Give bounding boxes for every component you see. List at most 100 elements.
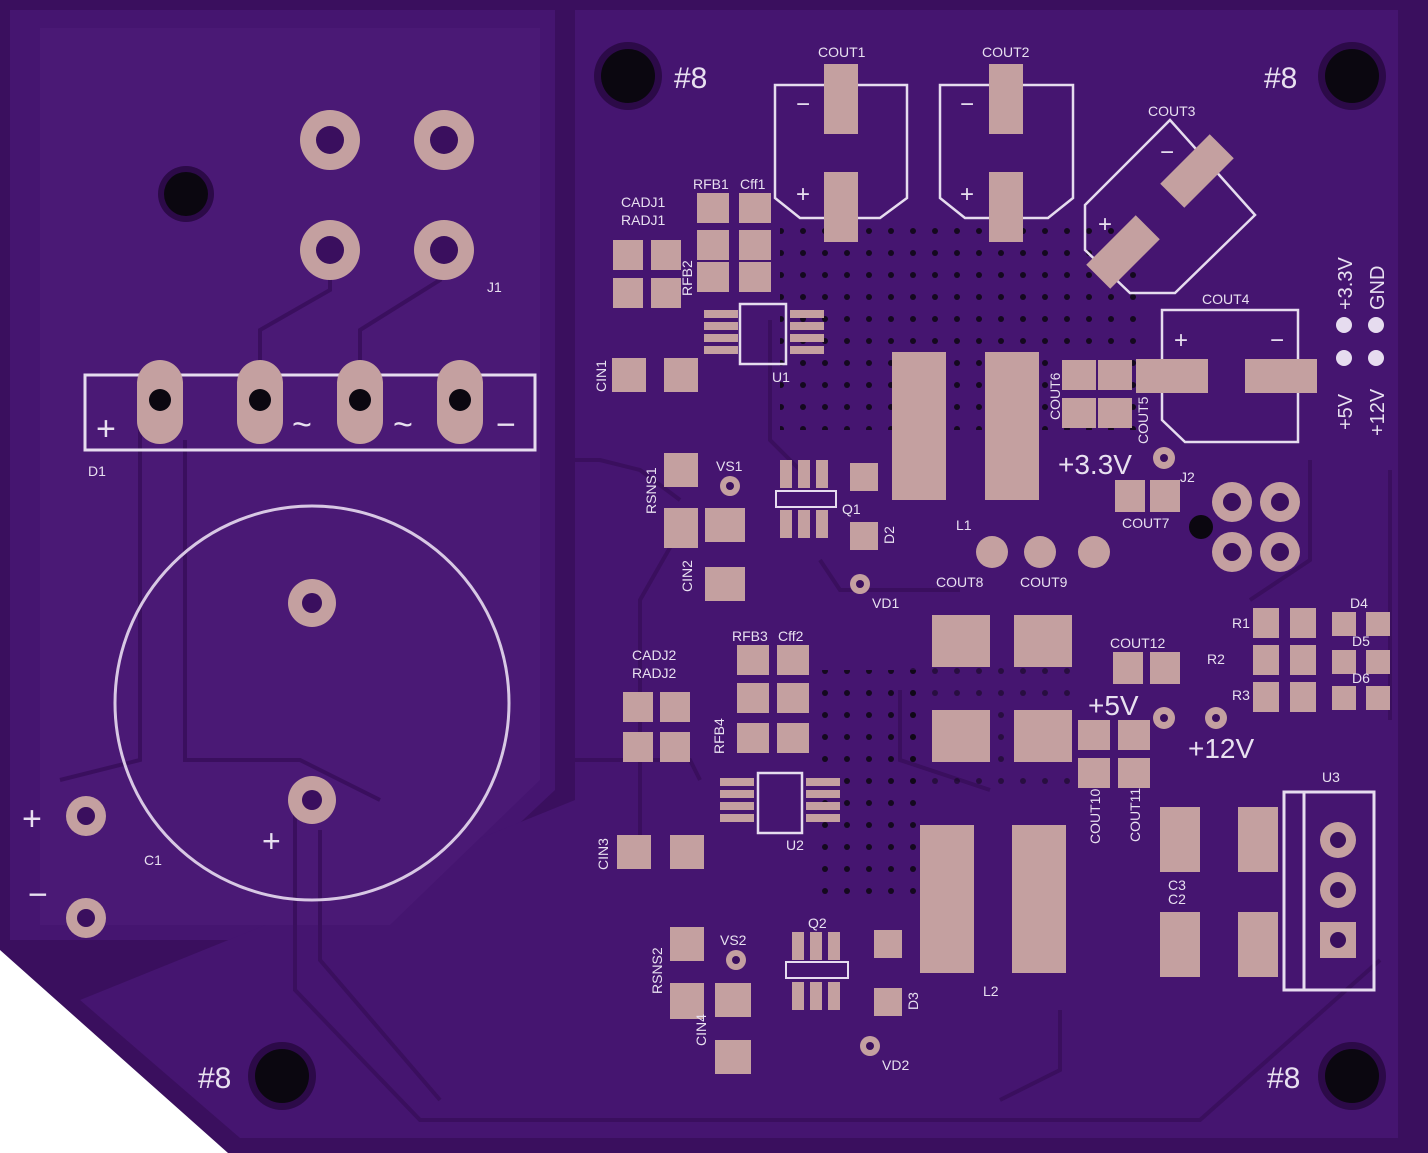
ref-d4: D4 [1350, 595, 1368, 611]
ref-l2: L2 [983, 983, 999, 999]
ref-rfb2: RFB2 [679, 260, 695, 296]
cout2-minus-mark: − [960, 91, 974, 118]
c1-pad-minus-mark: − [28, 876, 48, 914]
inductor-pads [892, 352, 1066, 973]
ref-j1: J1 [487, 279, 502, 295]
mount-label-br: #8 [1267, 1062, 1300, 1095]
u3-regulator [1282, 790, 1376, 992]
d1-mark-ac1: ~ [292, 406, 312, 444]
ref-cout2: COUT2 [982, 44, 1030, 60]
ref-cout7: COUT7 [1122, 515, 1170, 531]
ref-q1: Q1 [842, 501, 861, 517]
ref-cadj2: CADJ2 [632, 647, 677, 663]
ref-cout1: COUT1 [818, 44, 866, 60]
ref-d2: D2 [881, 526, 897, 544]
ref-cff1: Cff1 [740, 176, 766, 192]
ref-c1: C1 [144, 852, 162, 868]
ref-cin2: CIN2 [679, 560, 695, 592]
mount-label-tl: #8 [674, 62, 707, 95]
ref-cout4: COUT4 [1202, 291, 1250, 307]
d1-outline [83, 373, 537, 452]
hole-j2 [1189, 515, 1213, 539]
ref-vs2: VS2 [720, 932, 747, 948]
j2-header [1212, 482, 1300, 572]
ref-rsns1: RSNS1 [643, 467, 659, 514]
rail-labels: +3.3V +5V +12V [1058, 449, 1254, 764]
d1-mark-ac2: ~ [393, 406, 413, 444]
traces [59, 255, 1392, 1122]
cout2-plus-mark: + [960, 181, 974, 208]
ref-cin3: CIN3 [595, 838, 611, 870]
cout3-plus-mark: + [1098, 211, 1112, 238]
ref-u1: U1 [772, 369, 790, 385]
mount-label-bl: #8 [198, 1062, 231, 1095]
ref-radj1: RADJ1 [621, 212, 666, 228]
cout8-9-pads [976, 536, 1110, 568]
ref-q2: Q2 [808, 915, 827, 931]
ref-cout12: COUT12 [1110, 635, 1165, 651]
rail-label-3v3: +3.3V [1058, 449, 1132, 480]
cout-pads [824, 64, 1317, 393]
u2-ic [720, 771, 840, 835]
q1-mosfet [775, 460, 837, 538]
cout3-minus-mark: − [1160, 139, 1174, 166]
mount-labels: #8 #8 #8 #8 [198, 62, 1300, 1095]
header-pin-dots [1336, 317, 1384, 366]
ref-r3: R3 [1232, 687, 1250, 703]
ref-d3: D3 [905, 992, 921, 1010]
cout1-minus-mark: − [796, 91, 810, 118]
ref-cin1: CIN1 [593, 360, 609, 392]
ref-cout5: COUT5 [1135, 396, 1151, 444]
smd-pads-top [612, 193, 1180, 601]
ref-j2: J2 [1180, 469, 1195, 485]
ref-u3: U3 [1322, 769, 1340, 785]
ref-u2: U2 [786, 837, 804, 853]
ref-cout9: COUT9 [1020, 574, 1068, 590]
c1-outline [113, 504, 511, 902]
ref-designators: J1 D1 C1 COUT1 COUT2 COUT3 COUT4 COUT5 C… [88, 44, 1370, 1073]
cout-outlines [773, 83, 1300, 444]
ref-c3: C3 [1168, 877, 1186, 893]
q2-mosfet [785, 932, 849, 1010]
ref-cout6: COUT6 [1047, 372, 1063, 420]
cout1-plus-mark: + [796, 181, 810, 208]
mount-label-tr: #8 [1264, 62, 1297, 95]
ref-cout8: COUT8 [936, 574, 984, 590]
ref-d5: D5 [1352, 633, 1370, 649]
ref-l1: L1 [956, 517, 972, 533]
ref-vd2: VD2 [882, 1057, 909, 1073]
ref-rsns2: RSNS2 [649, 947, 665, 994]
c1-pad-plus-mark: + [22, 800, 42, 838]
via-field-top [780, 220, 1140, 430]
pin-label-12v: +12V [1367, 388, 1389, 436]
ref-rfb3: RFB3 [732, 628, 768, 644]
c1-pads [66, 579, 336, 938]
c1-plus-mark: + [262, 823, 281, 859]
ref-c2: C2 [1168, 891, 1186, 907]
mounting-holes [158, 42, 1386, 1110]
u1-ic [704, 302, 824, 366]
ref-cin4: CIN4 [693, 1014, 709, 1046]
cout4-plus-mark: + [1174, 327, 1188, 354]
cout4-minus-mark: − [1270, 327, 1284, 354]
ref-d1: D1 [88, 463, 106, 479]
ref-rfb1: RFB1 [693, 176, 729, 192]
ref-cadj1: CADJ1 [621, 194, 666, 210]
rail-label-5v: +5V [1088, 690, 1139, 721]
ref-radj2: RADJ2 [632, 665, 677, 681]
ref-r1: R1 [1232, 615, 1250, 631]
cap-polarity-marks: + + − − + − + − + + − [22, 91, 1284, 914]
d1-mark-minus: − [496, 406, 516, 444]
ref-rfb4: RFB4 [711, 718, 727, 754]
pin-label-5v: +5V [1335, 393, 1357, 430]
d1-mark-plus: + [96, 410, 116, 448]
rectifier-marks: + ~ ~ − [96, 406, 516, 448]
pin-label-gnd: GND [1367, 266, 1389, 310]
ref-r2: R2 [1207, 651, 1225, 667]
ref-cff2: Cff2 [778, 628, 804, 644]
smd-pads-mid [932, 615, 1180, 788]
ref-d6: D6 [1352, 670, 1370, 686]
pin-label-3v3: +3.3V [1335, 257, 1357, 310]
rail-label-12v: +12V [1188, 733, 1254, 764]
ref-cout10: COUT10 [1087, 789, 1103, 844]
